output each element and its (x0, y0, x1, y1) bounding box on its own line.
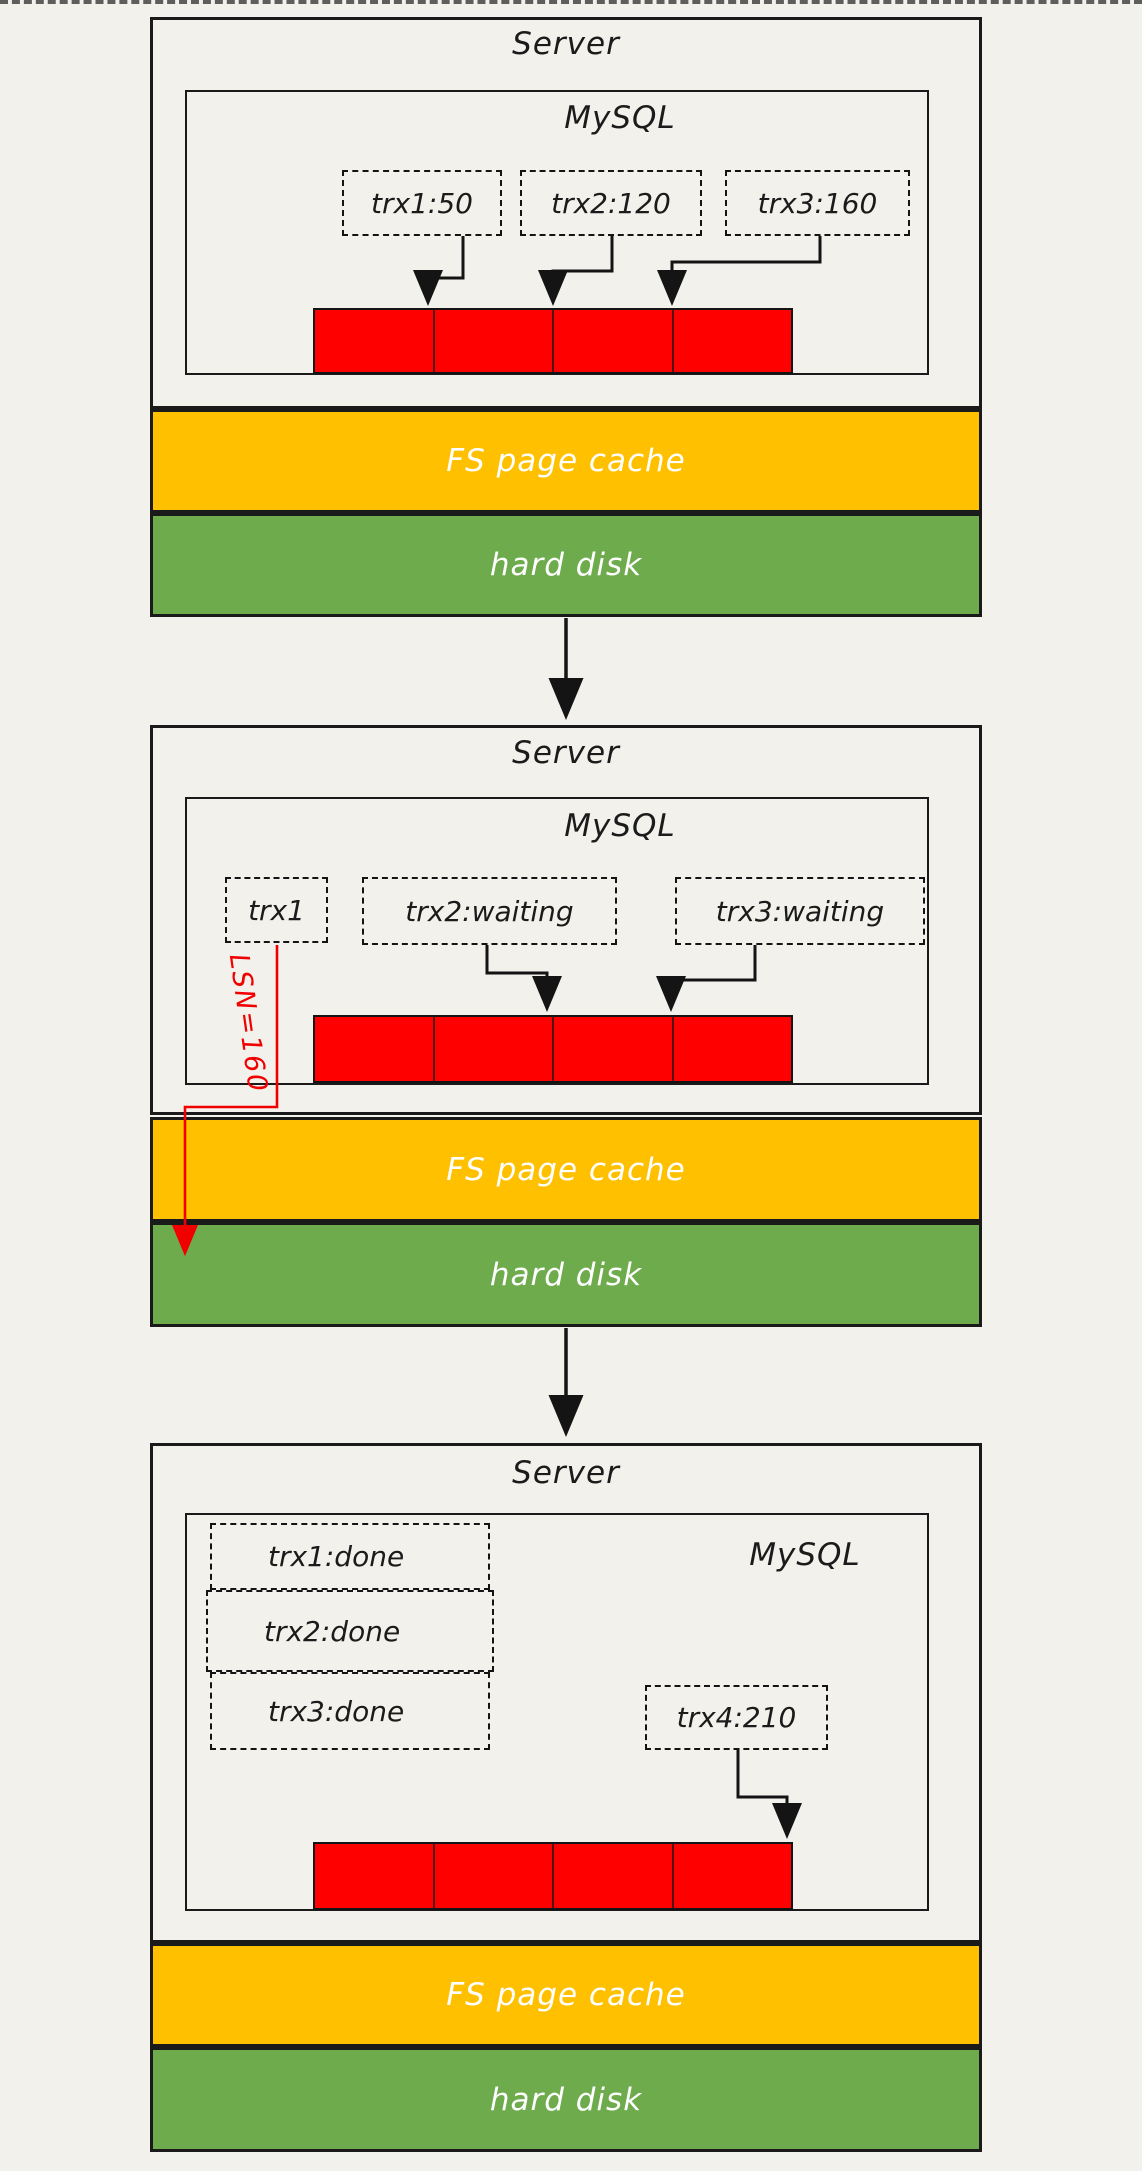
panel3-fs-page-cache-bar: FS page cache (150, 1943, 982, 2047)
panel1-fs-page-cache-label: FS page cache (446, 443, 686, 479)
panel1-log-buffer-segment-3 (554, 310, 674, 372)
panel3-trx4-box: trx4:210 (645, 1685, 828, 1750)
panel2-log-buffer-segment-1 (315, 1017, 435, 1081)
panel2-server-label: Server (512, 735, 620, 771)
panel1-hard-disk-label: hard disk (489, 547, 643, 583)
panel1-fs-page-cache-bar: FS page cache (150, 409, 982, 513)
panel3-log-buffer-segment-2 (434, 1844, 554, 1908)
panel3-trx2-done-box: trx2:done (206, 1590, 494, 1672)
panel2-mysql-label: MySQL (564, 808, 676, 844)
panel1-hard-disk-bar: hard disk (150, 513, 982, 617)
top-dashed-border-artifact (0, 0, 1142, 4)
panel1-trx2-box: trx2:120 (520, 170, 702, 236)
panel2-fs-page-cache-label: FS page cache (446, 1151, 686, 1188)
panel2-fs-page-cache-bar: FS page cache (150, 1117, 982, 1222)
panel2-trx1-box: trx1 (225, 877, 328, 943)
panel3-log-buffer-bar (313, 1842, 793, 1910)
panel3-log-buffer-segment-1 (315, 1844, 435, 1908)
panel1-trx3-box: trx3:160 (725, 170, 910, 236)
panel1-log-buffer-segment-2 (434, 310, 554, 372)
panel3-server-label: Server (512, 1455, 620, 1491)
panel1-mysql-label: MySQL (564, 100, 676, 136)
panel2-log-buffer-bar (313, 1015, 793, 1083)
panel3-hard-disk-label: hard disk (489, 2081, 643, 2118)
panel2-hard-disk-label: hard disk (489, 1256, 643, 1293)
panel3-log-buffer-segment-3 (554, 1844, 674, 1908)
panel3-hard-disk-bar: hard disk (150, 2047, 982, 2152)
panel3-trx3-done-box: trx3:done (210, 1672, 490, 1750)
panel3-fs-page-cache-label: FS page cache (446, 1977, 686, 2013)
panel1-log-buffer-segment-4 (673, 310, 791, 372)
panel3-mysql-label: MySQL (749, 1537, 861, 1573)
panel2-hard-disk-bar: hard disk (150, 1222, 982, 1327)
panel1-trx1-box: trx1:50 (342, 170, 502, 236)
panel2-log-buffer-segment-3 (554, 1017, 674, 1081)
panel2-trx3-box: trx3:waiting (675, 877, 925, 945)
panel1-log-buffer-bar (313, 308, 793, 374)
panel2-log-buffer-segment-2 (434, 1017, 554, 1081)
panel2-trx2-box: trx2:waiting (362, 877, 617, 945)
panel3-log-buffer-segment-4 (673, 1844, 791, 1908)
panel3-trx1-done-box: trx1:done (210, 1523, 490, 1590)
panel1-server-label: Server (512, 26, 620, 62)
panel2-log-buffer-segment-4 (673, 1017, 791, 1081)
panel1-log-buffer-segment-1 (315, 310, 435, 372)
